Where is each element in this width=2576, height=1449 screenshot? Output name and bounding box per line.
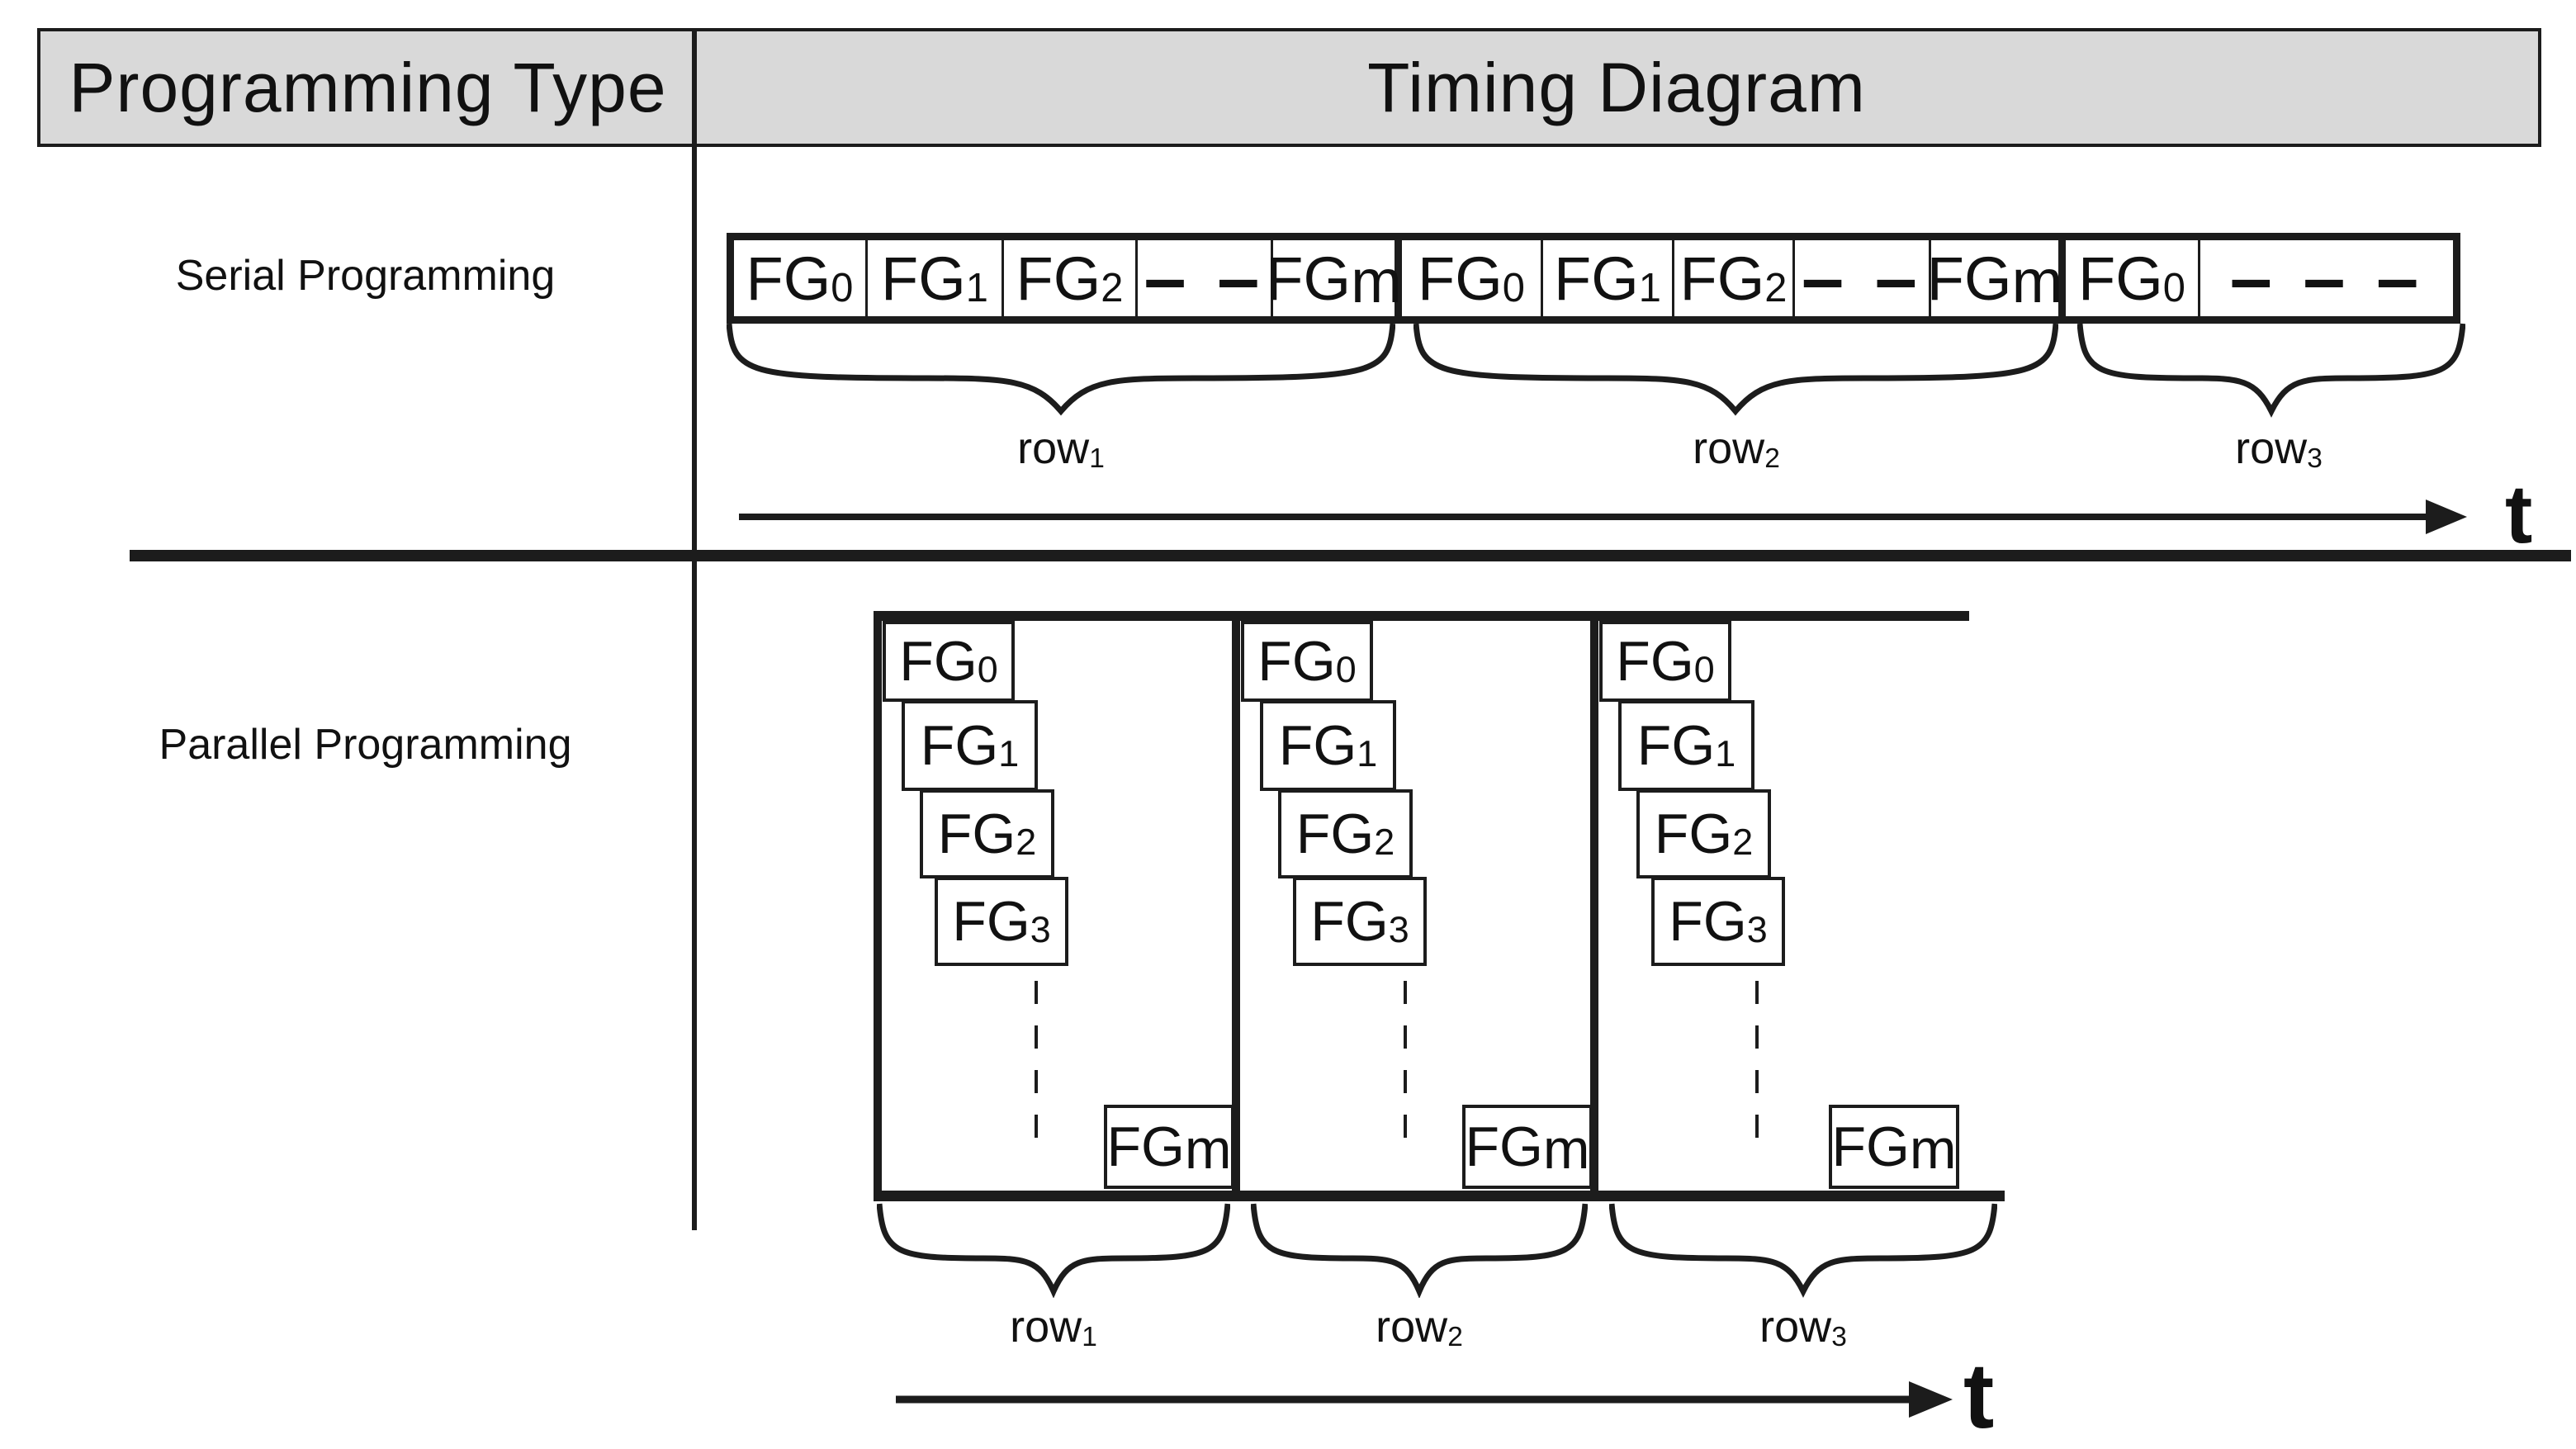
fg-cell: FGm	[1927, 240, 2066, 316]
row-label: row2	[1376, 1302, 1463, 1352]
fg-box: FG0	[883, 621, 1015, 702]
ellipsis-dashed-line	[1755, 981, 1759, 1156]
fgm-box: FGm	[1462, 1105, 1593, 1189]
fg-cell: FG1	[868, 240, 1004, 316]
fg-box: FG3	[1293, 877, 1427, 966]
dash-cell: – –	[1138, 236, 1273, 320]
fg-box: FG1	[1618, 700, 1754, 791]
fgm-box: FGm	[1829, 1105, 1959, 1189]
row-label: row3	[2235, 424, 2323, 474]
header-cell-timing-diagram: Timing Diagram	[1367, 48, 1866, 126]
parallel-top-bar	[874, 611, 1969, 621]
ellipsis-dashed-line	[1404, 981, 1407, 1156]
parallel-column-divider	[1590, 611, 1598, 1201]
fg-box: FG1	[1260, 700, 1396, 791]
dash-cell: – –	[1795, 236, 1931, 320]
fg-box: FG1	[902, 700, 1038, 791]
time-axis-label: t	[2505, 468, 2533, 561]
fg-box: FG2	[1278, 789, 1413, 878]
parallel-column-divider	[874, 611, 882, 1201]
fg-cell: FGm	[1266, 240, 1402, 316]
fg-box: FG0	[1599, 621, 1731, 702]
time-axis-arrow	[896, 1381, 1953, 1418]
column-divider	[692, 28, 697, 1230]
fg-box: FG2	[920, 789, 1054, 878]
header-cell-programming-type: Programming Type	[69, 48, 667, 126]
dash-cell: – – –	[2229, 235, 2424, 320]
fg-cell: FG2	[1004, 240, 1138, 316]
time-axis-arrow	[739, 500, 2467, 534]
row-label-serial-programming: Serial Programming	[175, 252, 556, 300]
fg-box: FG2	[1636, 789, 1771, 878]
row-divider	[130, 550, 2571, 561]
fg-cell: FG2	[1674, 240, 1795, 316]
underbrace	[1251, 1203, 1588, 1298]
fg-cell: FG0	[1402, 240, 1543, 316]
underbrace	[877, 1203, 1230, 1298]
row-label: row3	[1759, 1302, 1847, 1352]
fg-box: FG3	[1651, 877, 1785, 966]
header-row: Programming Type Timing Diagram	[37, 28, 2541, 147]
fg-cell: FG0	[734, 240, 868, 316]
underbrace	[1609, 1203, 1997, 1298]
serial-timing-strip: FG0 FG1 FG2 – – FGm FG0 FG1 FG2 – – FGm …	[727, 233, 2460, 324]
underbrace	[2077, 323, 2465, 418]
fg-box: FG0	[1241, 621, 1373, 702]
row-label: row1	[1010, 1302, 1097, 1352]
fgm-box: FGm	[1104, 1105, 1234, 1189]
fg-box: FG3	[935, 877, 1068, 966]
row-label: row1	[1017, 424, 1105, 474]
parallel-column-divider	[1232, 611, 1240, 1201]
ellipsis-dashed-line	[1035, 981, 1038, 1156]
fg-cell: FG1	[1543, 240, 1674, 316]
underbrace	[1413, 323, 2058, 416]
underbrace	[727, 323, 1395, 416]
row-label: row2	[1693, 424, 1780, 474]
row-label-parallel-programming: Parallel Programming	[159, 721, 572, 769]
parallel-bottom-bar	[874, 1191, 2005, 1201]
time-axis-label: t	[1963, 1344, 1995, 1447]
fg-cell: FG0	[2066, 240, 2200, 316]
